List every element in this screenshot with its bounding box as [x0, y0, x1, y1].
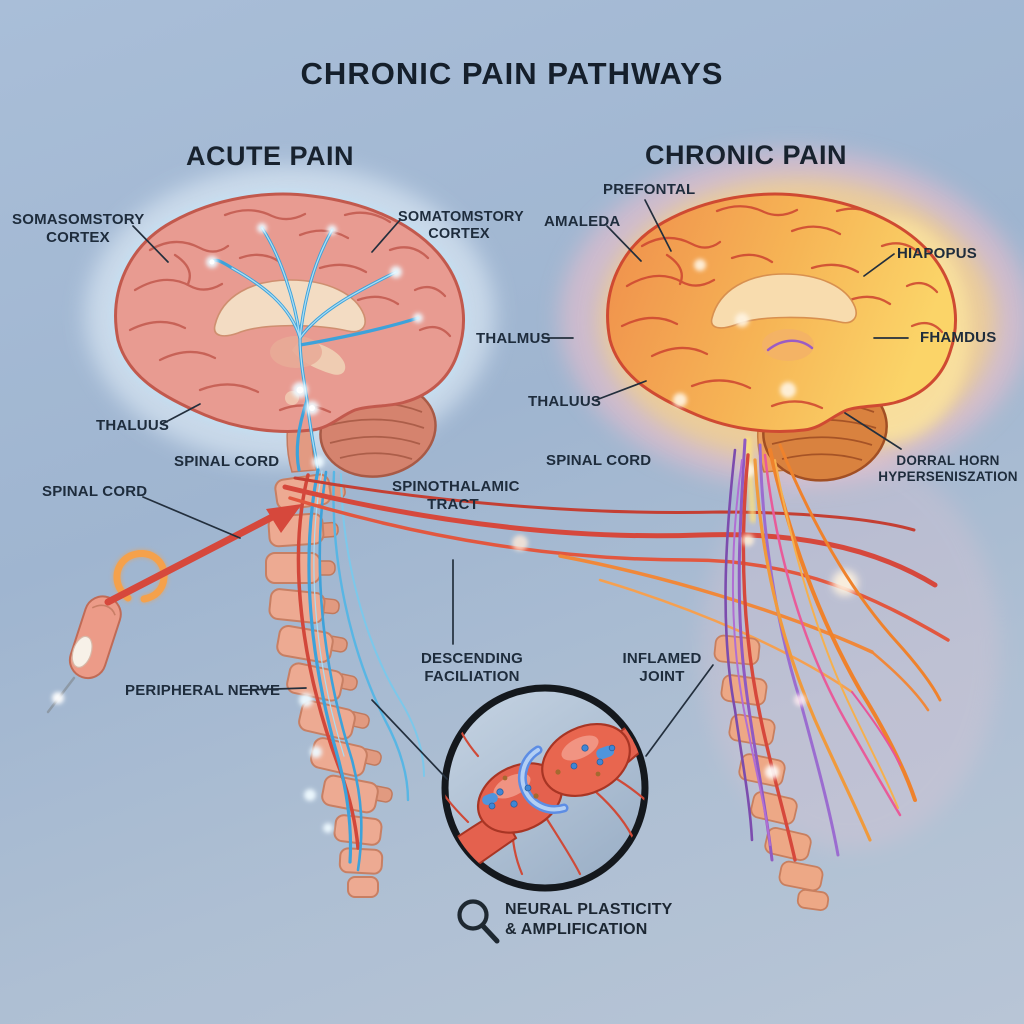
red-arrow-shaft [104, 510, 282, 606]
acute-pain-heading: ACUTE PAIN [185, 141, 354, 171]
stimulus-syringe [46, 504, 302, 714]
inset-caption: NEURAL PLASTICITY & AMPLIFICATION [505, 900, 673, 940]
label-thalamus-acute: THALUUS [96, 417, 170, 434]
acute-gyri [128, 209, 452, 414]
label-prefrontal: PREFONTAL [603, 181, 696, 198]
label-spinothalamic-tract: SPINOTHALAMIC TRACT [392, 478, 520, 513]
acute-spine-glow-nodes [299, 693, 333, 833]
acute-glow-nodes [206, 223, 423, 468]
inset-caption-line2: & AMPLIFICATION [505, 921, 648, 938]
chronic-gyri [620, 205, 944, 410]
label-inflamed-joint: INFLAMED JOINT [622, 650, 702, 685]
label-thalamus-chronic-upper: THALMUS [476, 330, 551, 347]
page-title: CHRONIC PAIN PATHWAYS [300, 56, 724, 91]
label-spinal-cord-chronic: SPINAL CORD [546, 452, 652, 469]
red-arrow-head [266, 504, 302, 533]
label-amygdala: AMALEDA [544, 213, 621, 230]
chronic-brain-illustration [606, 192, 957, 523]
leader-lines [132, 199, 909, 780]
label-hippocampus: HIAPOPUS [897, 245, 977, 262]
chronic-corpus-callosum [710, 273, 857, 329]
synapse-inset [441, 684, 649, 892]
label-somatosensory-cortex-acute-left: SOMASOMSTORY CORTEX [12, 211, 145, 246]
chronic-fiber-cascade [724, 438, 942, 862]
orange-curl [113, 550, 168, 603]
acute-thalamus [270, 336, 322, 368]
acute-brain-illustration [111, 189, 468, 478]
label-descending-faciliation: DESCENDING FACILIATION [420, 650, 523, 685]
label-peripheral-nerve: PERIPHERAL NERVE [125, 682, 281, 699]
label-somatosensory-cortex-acute-right: SOMATOMSTORY CORTEX [398, 209, 524, 243]
spinothalamic-bundle [282, 476, 950, 694]
chronic-thalamus [762, 329, 814, 361]
label-spinal-cord-acute: SPINAL CORD [174, 453, 280, 470]
inset-caption-line1: NEURAL PLASTICITY [505, 901, 673, 918]
acute-spine [265, 468, 425, 898]
label-thalamus-chronic-right: FHAMDUS [920, 329, 997, 346]
acute-spinal-nerves [296, 468, 425, 872]
label-dorsal-horn-hypersensitization: DORRAL HORN HYPERSENISZATION [878, 453, 1018, 485]
label-thalamus-chronic-lower: THALUUS [528, 393, 602, 410]
label-spinal-cord-acute-far-left: SPINAL CORD [42, 483, 148, 500]
chronic-pain-heading: CHRONIC PAIN [644, 140, 847, 170]
acute-corpus-callosum [213, 279, 366, 337]
magnifier-icon [457, 899, 500, 944]
